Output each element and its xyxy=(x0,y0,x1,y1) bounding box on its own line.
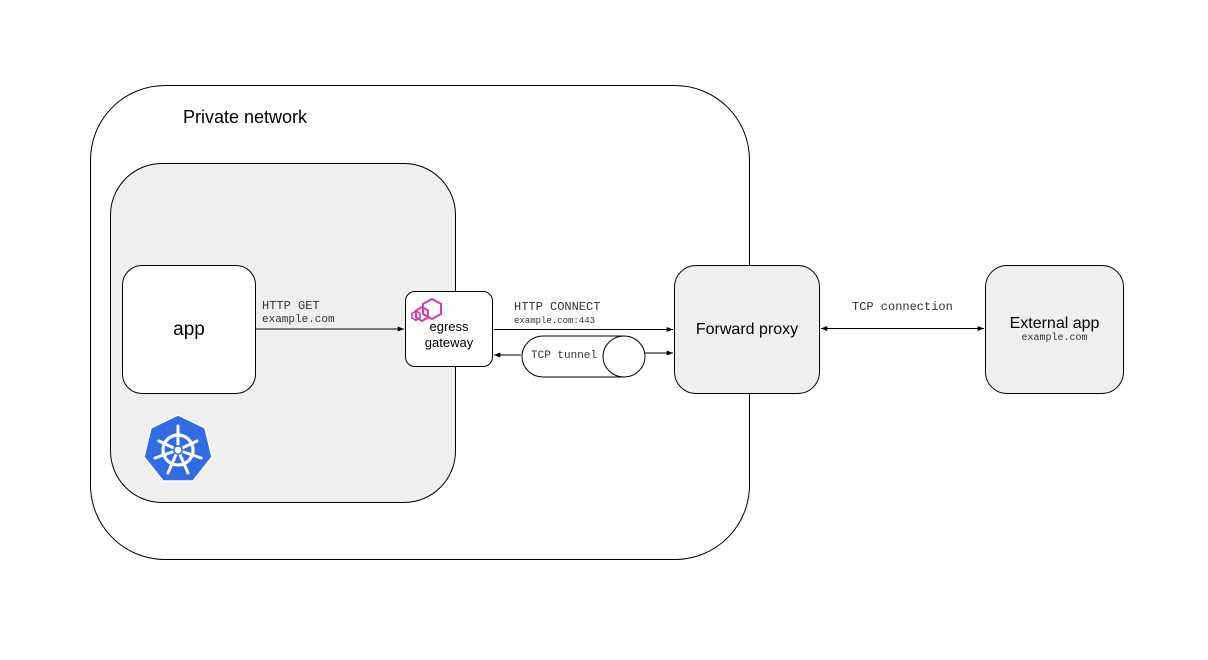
app-label: app xyxy=(173,318,205,340)
private-network-title: Private network xyxy=(183,107,308,127)
egress-gateway-label-line1: egress xyxy=(429,319,469,334)
external-app-label: External app xyxy=(1009,314,1100,332)
tcp-connection-label: TCP connection xyxy=(852,300,953,314)
http-get-label: HTTP GET xyxy=(262,299,320,313)
forward-proxy-node: Forward proxy xyxy=(674,265,820,394)
app-node: app xyxy=(122,265,256,394)
http-connect-host: example.com:443 xyxy=(514,316,596,326)
external-app-node: External app example.com xyxy=(985,265,1124,394)
external-app-host: example.com xyxy=(1021,332,1088,344)
envoy-icon xyxy=(411,297,442,323)
kubernetes-icon xyxy=(143,414,213,482)
egress-gateway-node: egress gateway xyxy=(405,291,493,367)
tcp-tunnel-label: TCP tunnel xyxy=(531,350,598,362)
forward-proxy-label: Forward proxy xyxy=(695,320,799,338)
http-get-host: example.com xyxy=(262,314,335,326)
egress-gateway-label-line2: gateway xyxy=(424,335,474,350)
http-connect-label: HTTP CONNECT xyxy=(514,300,601,314)
